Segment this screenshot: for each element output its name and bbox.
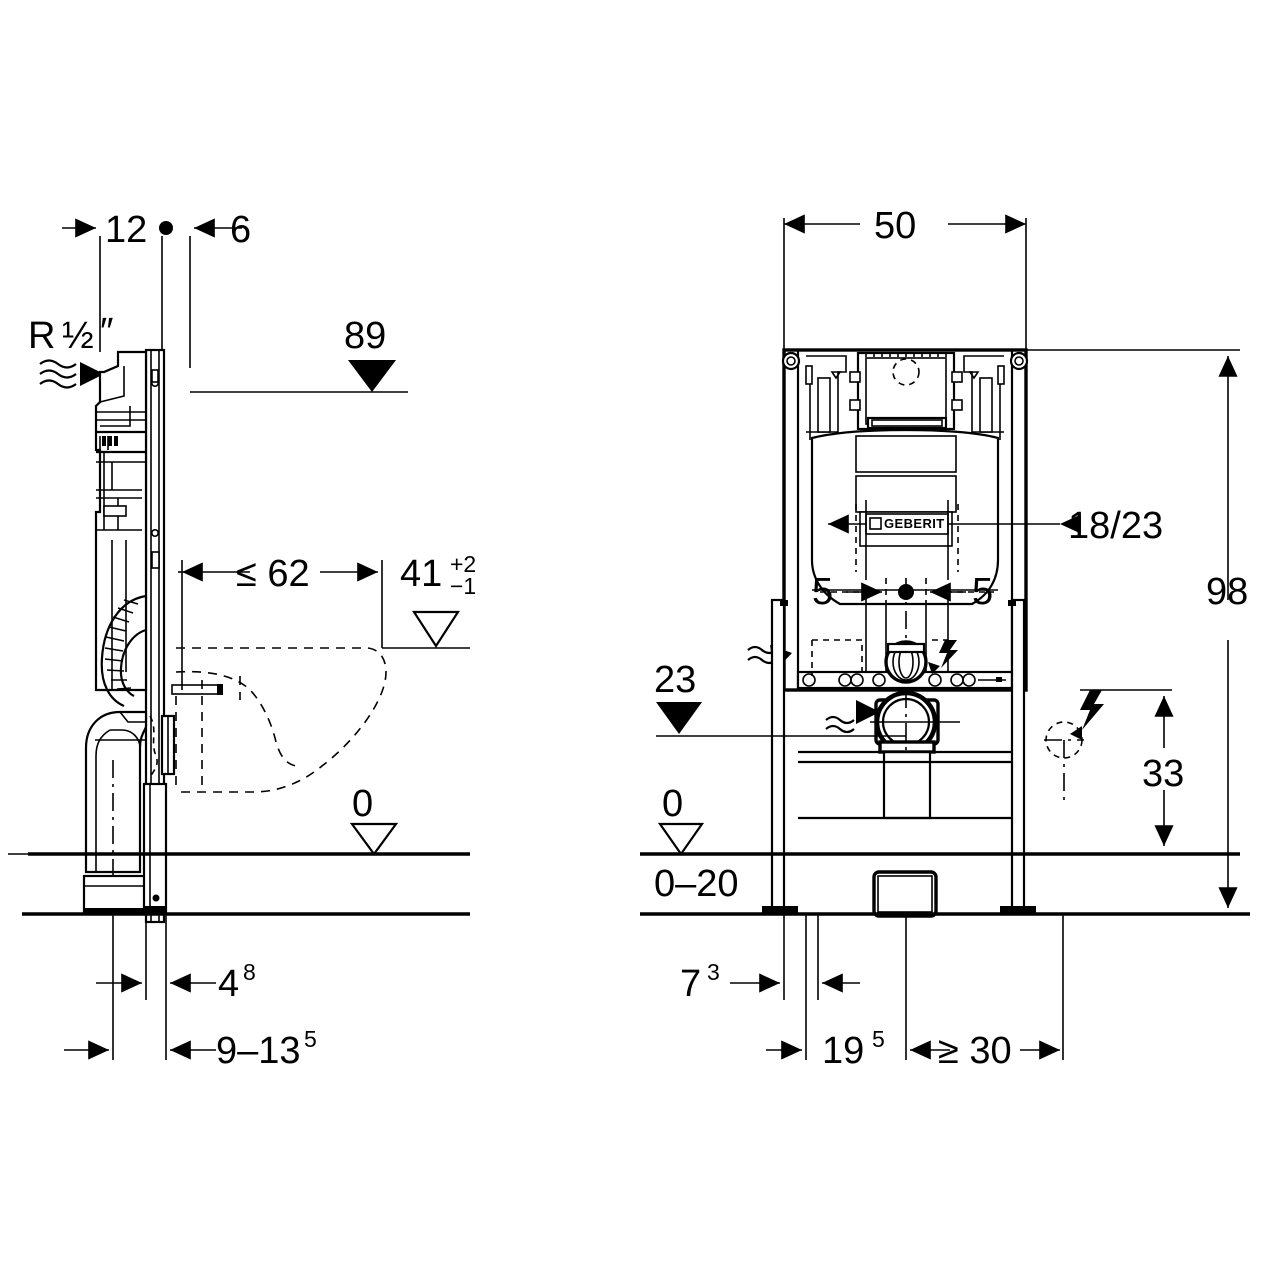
dimension-6: 6 <box>194 209 251 251</box>
filled-triangle-23 <box>656 702 702 734</box>
dimension-0-20-label: 0–20 <box>654 863 739 905</box>
dimension-33-label: 33 <box>1142 753 1184 795</box>
side-view-frame-foot <box>142 782 168 916</box>
front-view-bottom-extension-lines <box>783 914 1064 1060</box>
dimension-4-8: 4 8 <box>96 959 256 1005</box>
dimension-41-tol-plus: +2 <box>450 551 476 577</box>
front-view-connection-rail <box>796 639 1014 690</box>
front-view-flush-plate-recess <box>849 351 963 431</box>
side-view-outlet-elbow <box>84 710 148 880</box>
side-view-fixing-bolt <box>171 684 223 695</box>
level-marker-0-front: 0 <box>657 783 705 856</box>
dimension-23-label: 23 <box>654 659 696 701</box>
level-0-front-label: 0 <box>662 783 683 825</box>
level-marker-0-side: 0 <box>349 783 399 856</box>
front-view-flush-connector <box>884 640 928 684</box>
geberit-logo-plate: GEBERIT <box>865 513 949 535</box>
hollow-triangle-41 <box>411 610 461 649</box>
dimension-19-label: 19 <box>822 1030 864 1072</box>
side-view-cistern <box>94 350 148 692</box>
water-supply-icon-front-drain <box>825 700 880 734</box>
electrical-connection-icon <box>1044 690 1104 800</box>
dimension-18-23-label: 18/23 <box>1068 505 1163 547</box>
dimension-41-label: 41 <box>400 553 442 595</box>
dimension-89-label: 89 <box>344 315 386 357</box>
front-view-legs <box>762 598 1036 916</box>
hollow-triangle-0-side <box>349 822 399 856</box>
dimension-9-13-sup: 5 <box>304 1026 317 1052</box>
side-view-group: 12 6 R ½ ″ 89 <box>8 209 476 1072</box>
dimension-5-right-label: 5 <box>972 571 993 613</box>
side-view-floor-socket <box>82 874 148 916</box>
lightning-bolt-icon <box>1080 690 1104 730</box>
dimension-7-sup: 3 <box>707 959 720 985</box>
dimension-9-13-label: 9–13 <box>216 1030 301 1072</box>
front-view-side-brackets <box>805 355 1005 440</box>
side-view-wall-bracket <box>149 714 176 779</box>
level-marker-89: 89 <box>190 315 408 393</box>
water-connection-unit: ″ <box>100 311 113 353</box>
side-view-bottom-extension-lines <box>112 914 167 1060</box>
dimension-5-left-label: 5 <box>812 571 833 613</box>
dimension-50: 50 <box>783 205 1027 352</box>
side-view-flush-bend <box>100 594 147 708</box>
dimension-12: 12 <box>62 209 173 251</box>
front-view-group: 50 <box>640 205 1250 1072</box>
dimension-7-label: 7 <box>680 963 701 1005</box>
dimension-41-tol-minus: −1 <box>450 573 476 599</box>
water-supply-icon-side <box>39 359 104 389</box>
dimension-30-label: ≥ 30 <box>938 1030 1012 1072</box>
water-connection-label-group: R ½ ″ <box>28 311 113 357</box>
geberit-logo-text: GEBERIT <box>884 516 945 531</box>
dimension-18-23: 18/23 <box>828 500 1163 580</box>
dimension-98: 98 <box>1026 349 1248 908</box>
dimension-41-level: 41 +2 −1 <box>382 551 476 649</box>
dimension-4-label: 4 <box>218 963 239 1005</box>
side-view-top-dimension-lines <box>99 236 191 368</box>
side-view-frame-rail <box>144 348 166 924</box>
dimension-19-sup: 5 <box>872 1026 885 1052</box>
dimension-9-13-5: 9–13 5 <box>64 1026 317 1072</box>
dimension-4-sup: 8 <box>243 959 256 985</box>
dimension-12-label: 12 <box>105 209 147 251</box>
dimension-6-label: 6 <box>230 209 251 251</box>
hollow-triangle-0-front <box>657 822 705 856</box>
dimension-50-label: 50 <box>874 205 916 247</box>
filled-triangle-89 <box>348 360 396 392</box>
dimension-min-30: ≥ 30 <box>910 1030 1060 1072</box>
water-connection-size: ½ <box>62 315 94 357</box>
level-0-side-label: 0 <box>352 783 373 825</box>
dimension-dot-12 <box>159 221 173 235</box>
dimension-62-label: ≤ 62 <box>236 553 310 595</box>
side-view-wc-bowl-outline <box>175 647 387 793</box>
dimension-33: 33 <box>1080 689 1184 846</box>
water-connection-r: R <box>28 315 55 357</box>
dimension-19-5: 19 5 <box>766 1026 885 1072</box>
front-view-drain-pipe <box>798 750 1012 918</box>
dimension-98-label: 98 <box>1206 571 1248 613</box>
dimension-62: ≤ 62 <box>178 553 383 690</box>
dimension-7-3: 7 3 <box>680 959 860 1005</box>
level-marker-23: 23 <box>654 659 906 737</box>
